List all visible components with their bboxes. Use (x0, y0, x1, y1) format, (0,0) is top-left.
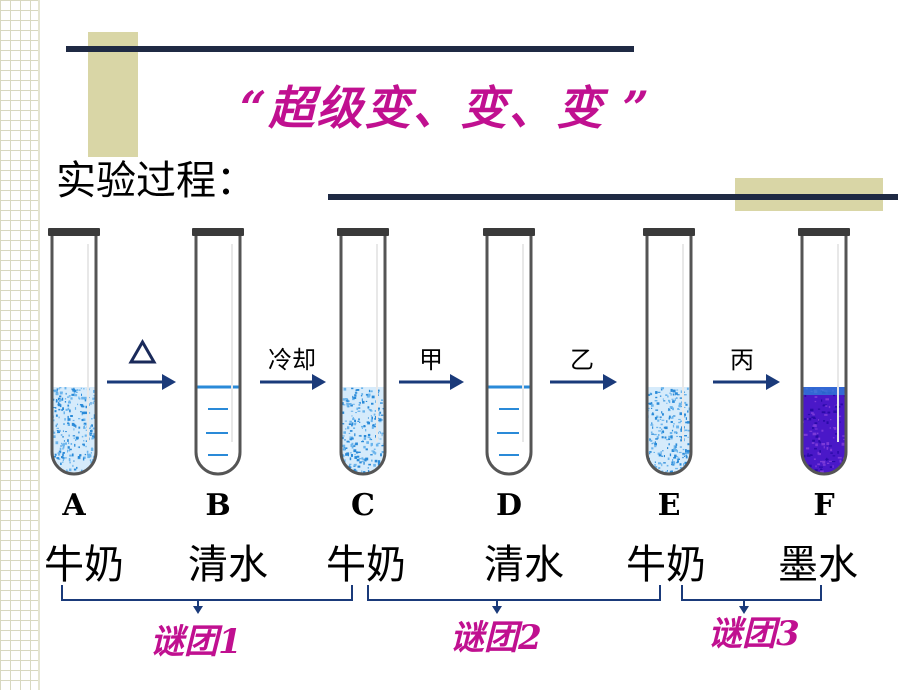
step-arrow-5-icon (713, 374, 780, 390)
tube-letter-c: C (351, 488, 375, 523)
step-label-yi: 乙 (570, 346, 594, 374)
step-label-jia: 甲 (419, 346, 443, 374)
puzzle-bracket-1 (61, 585, 353, 614)
puzzle-bracket-3 (681, 585, 822, 614)
puzzle-bracket-2 (367, 585, 661, 614)
tube-letter-a: A (62, 488, 86, 523)
tube-letter-d: D (495, 488, 522, 523)
tube-substance-f: 墨水 (778, 542, 858, 588)
test-tube-b (192, 228, 244, 476)
test-tube-f (798, 228, 850, 476)
step-arrow-4-icon (550, 374, 617, 390)
tube-letter-f: F (813, 488, 835, 523)
test-tube-a (48, 228, 100, 476)
puzzle-label-3: 谜团3 (708, 614, 800, 654)
step-arrow-1-icon (107, 338, 176, 390)
test-tube-d (483, 228, 535, 476)
middle-rule (328, 194, 898, 200)
step-label-cool: 冷却 (268, 346, 316, 374)
triangle-heat-icon (128, 338, 157, 364)
step-arrow-3-icon (399, 374, 464, 390)
tube-substance-e: 牛奶 (626, 542, 706, 588)
experiment-subtitle: 实验过程： (56, 158, 256, 204)
top-rule (66, 46, 634, 52)
tube-substance-a: 牛奶 (44, 542, 124, 588)
tube-letter-b: B (205, 488, 231, 523)
slide-title: “超级变、变、变 ” (240, 81, 651, 135)
step-arrow-2-icon (260, 374, 326, 390)
tube-substance-c: 牛奶 (326, 542, 406, 588)
puzzle-label-2: 谜团2 (450, 618, 542, 658)
tube-substance-d: 清水 (484, 542, 564, 588)
tube-letter-e: E (657, 488, 681, 523)
tube-substance-b: 清水 (188, 542, 268, 588)
test-tube-c (337, 228, 389, 476)
test-tube-e (643, 228, 695, 476)
step-label-bing: 丙 (730, 346, 754, 374)
puzzle-label-1: 谜团1 (150, 622, 242, 662)
accent-block (88, 32, 138, 157)
decorative-grid-strip (0, 0, 40, 690)
